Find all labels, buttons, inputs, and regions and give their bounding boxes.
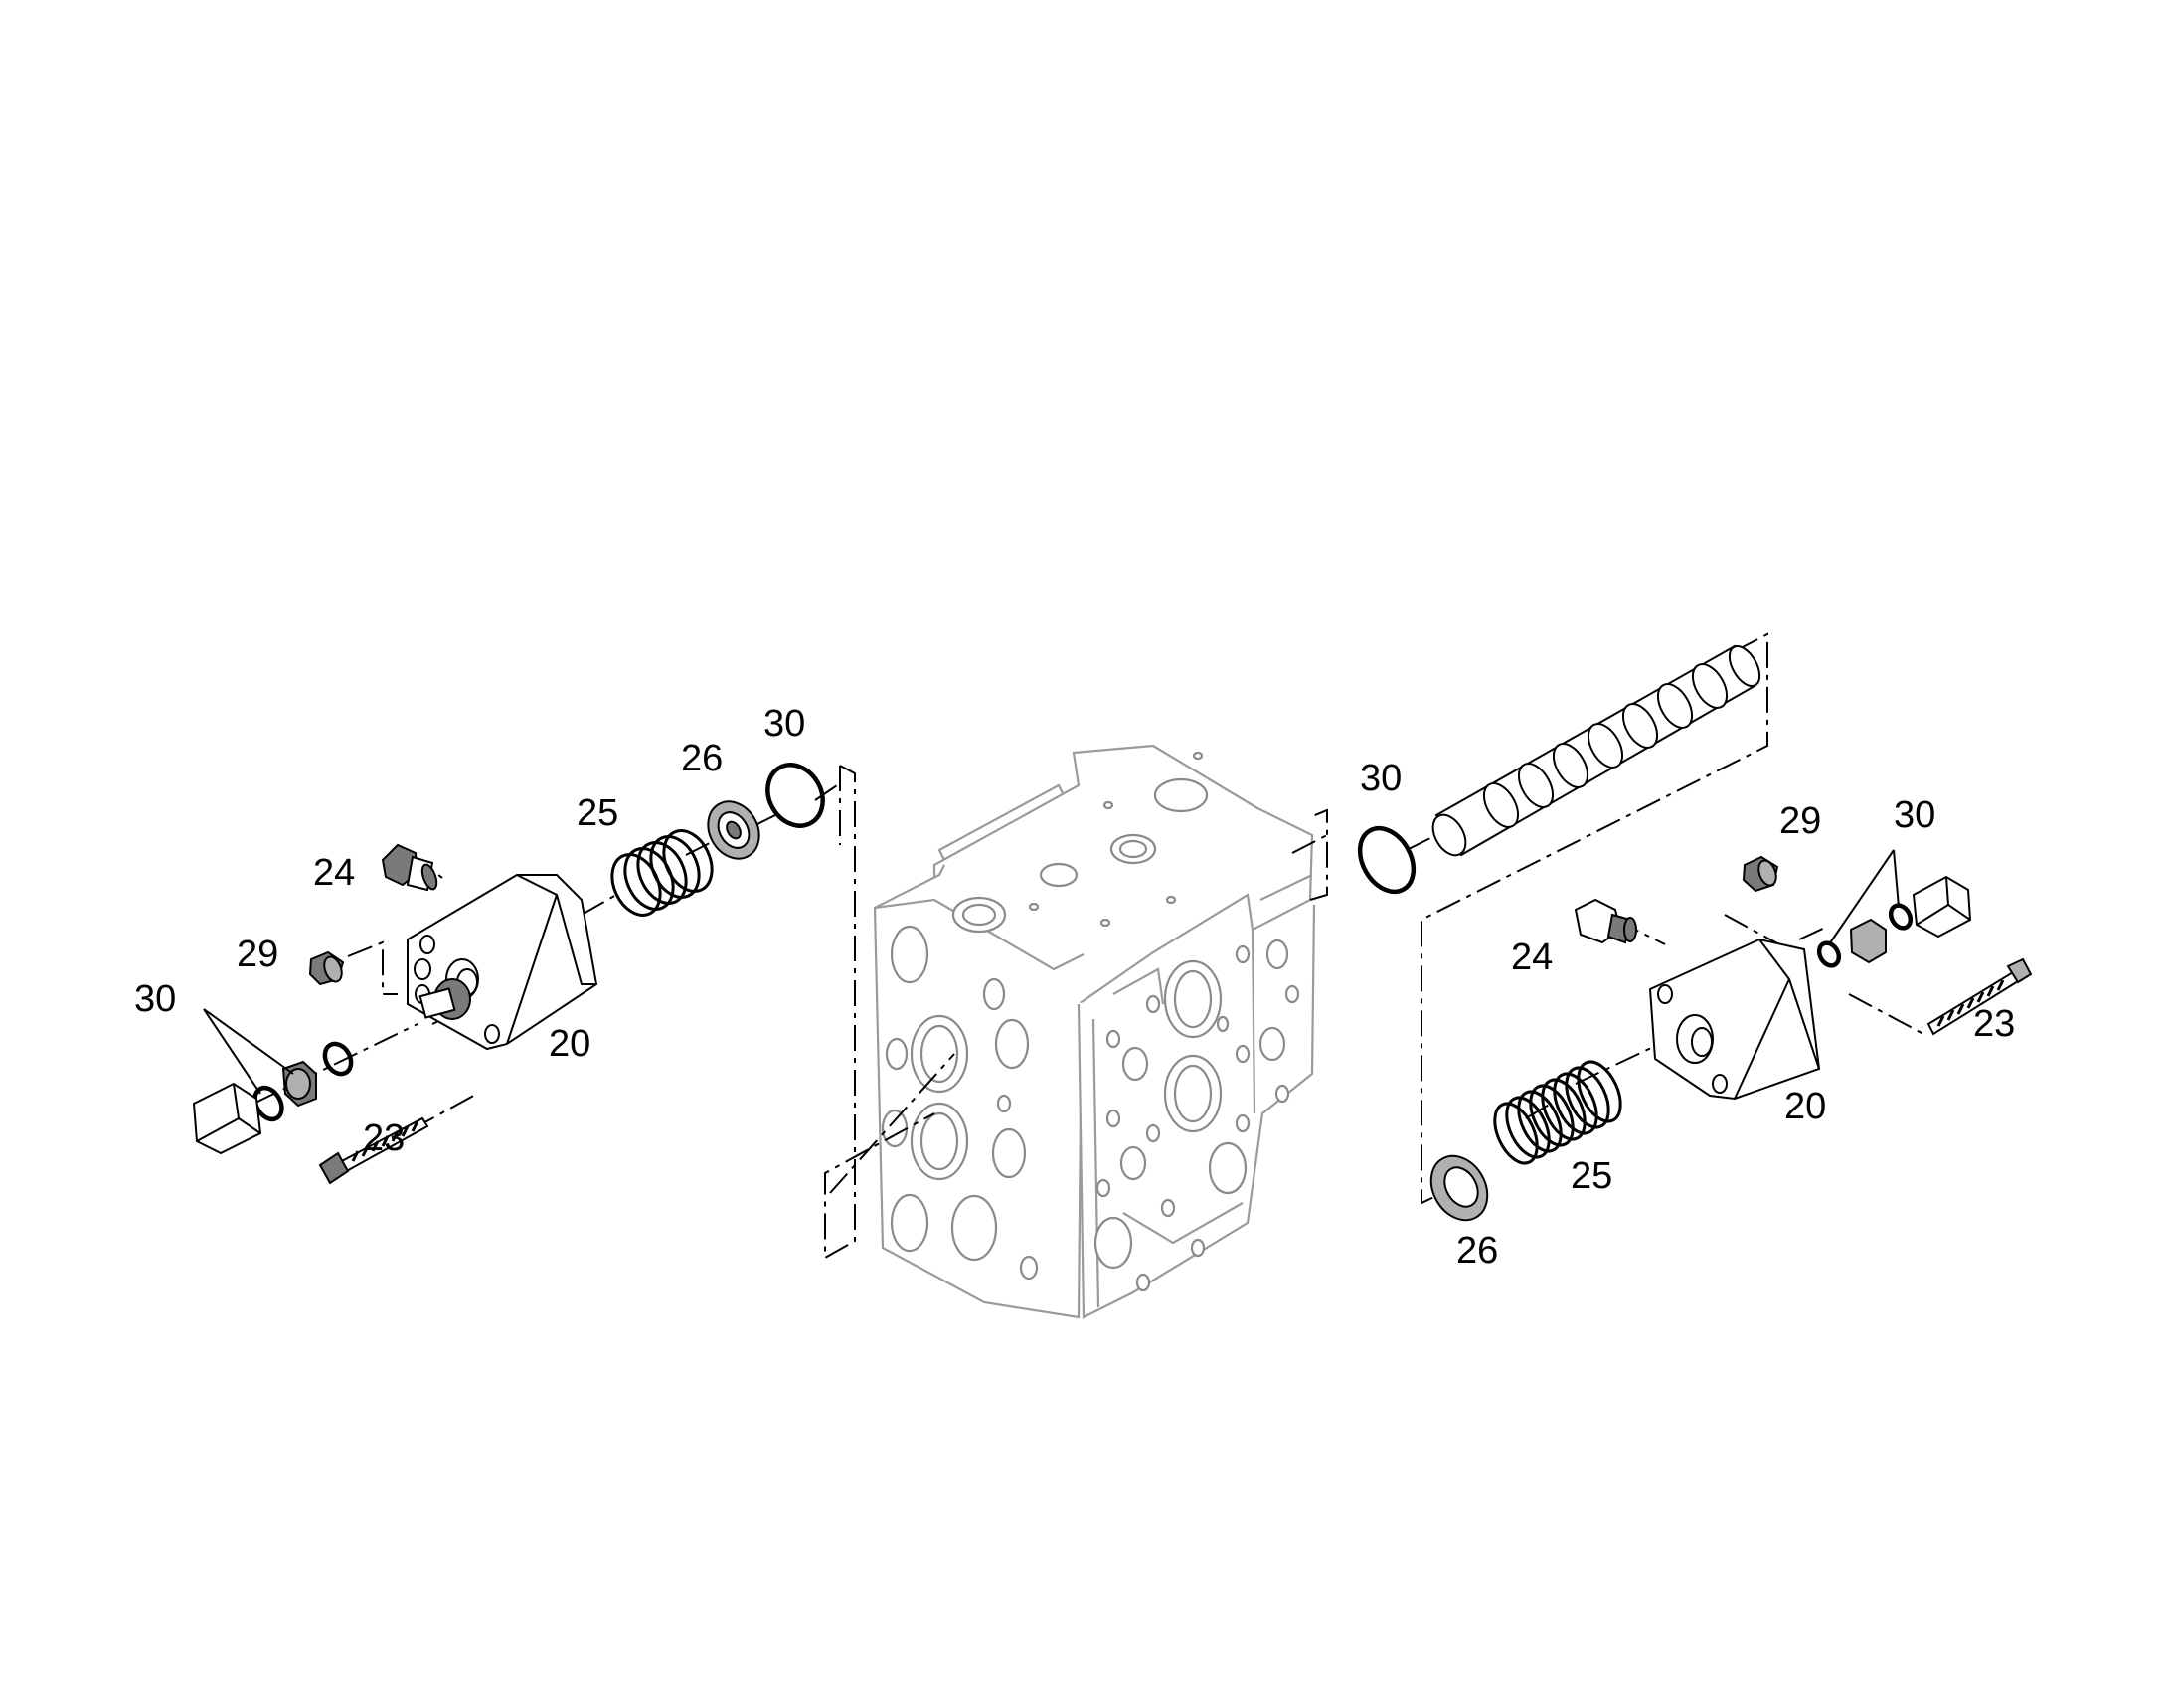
label-25-right: 25 <box>1571 1155 1612 1197</box>
spring-seat-26-left <box>707 800 760 860</box>
leader-lines <box>203 849 1900 1095</box>
label-30-right-cap: 30 <box>1894 794 1935 836</box>
cap-nut-30-right <box>1816 875 1972 968</box>
bolt-23-left <box>318 1116 429 1185</box>
label-29-right: 29 <box>1779 800 1821 842</box>
spool <box>1431 644 1761 857</box>
label-23-right: 23 <box>1973 1003 2015 1045</box>
spring-seat-26-right <box>1429 1154 1489 1222</box>
label-20-left: 20 <box>549 1023 590 1065</box>
label-24-left: 24 <box>313 852 355 894</box>
label-25-left: 25 <box>577 792 618 834</box>
fitting-24-right <box>1574 898 1637 944</box>
valve-body <box>873 744 1316 1319</box>
label-29-left: 29 <box>237 934 278 975</box>
end-cover-20-left <box>407 874 598 1051</box>
label-20-right: 20 <box>1784 1086 1826 1127</box>
spring-25-right <box>1493 1060 1622 1165</box>
callout-labels: 30 26 25 24 29 30 20 23 30 29 30 24 23 2… <box>134 703 2015 1272</box>
spring-25-left <box>610 829 714 917</box>
label-23-left: 23 <box>363 1117 405 1159</box>
end-cover-20-right <box>1648 938 1821 1101</box>
label-30-left-cap: 30 <box>134 978 176 1020</box>
plug-29-left <box>308 950 345 986</box>
plug-29-right <box>1742 855 1779 893</box>
cap-nut-30-left <box>192 1060 317 1155</box>
bolt-23-right <box>1926 957 2033 1036</box>
o-ring-30-left-small <box>322 1041 354 1077</box>
label-30-left-ring: 30 <box>763 703 805 745</box>
o-ring-30-right-spool <box>1357 825 1417 895</box>
label-26-left: 26 <box>681 738 723 779</box>
o-ring-30-left-top <box>765 763 825 828</box>
label-24-right: 24 <box>1511 937 1553 978</box>
label-30-right-ring: 30 <box>1360 758 1402 799</box>
fitting-24-left <box>381 843 438 892</box>
label-26-right: 26 <box>1456 1230 1498 1272</box>
